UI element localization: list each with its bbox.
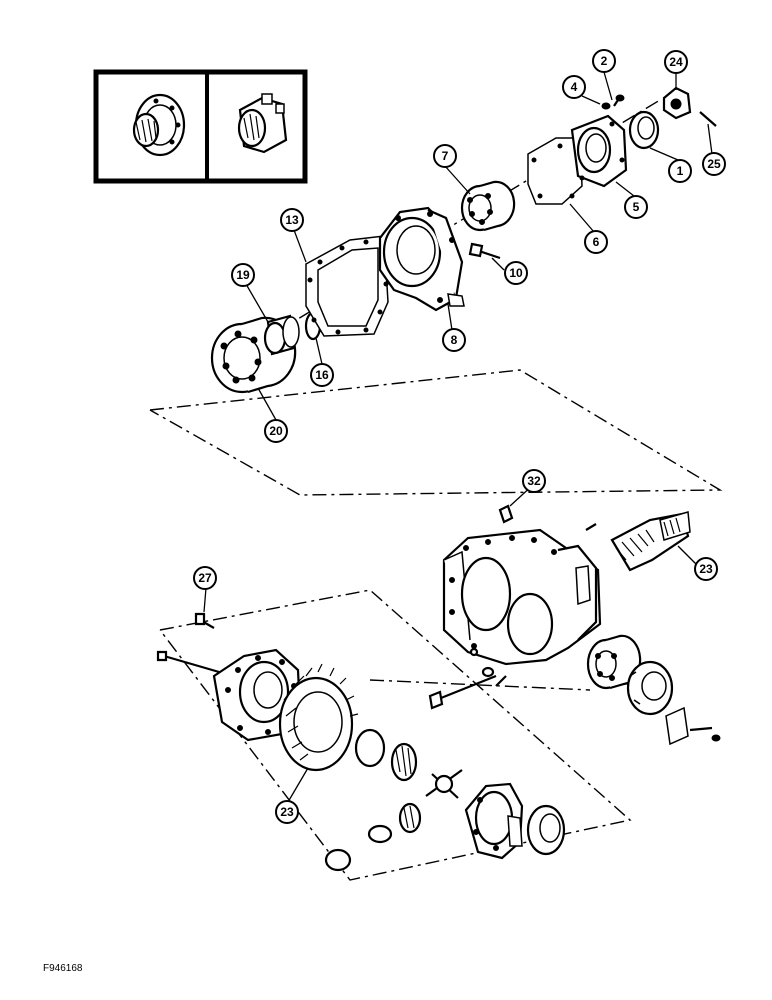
small-washer bbox=[469, 647, 479, 657]
side-gear bbox=[390, 742, 418, 782]
ring-gear-23 bbox=[278, 663, 359, 772]
seal-1 bbox=[628, 110, 660, 150]
outline-lower bbox=[159, 589, 632, 881]
svg-text:27: 27 bbox=[198, 571, 212, 585]
differential-spider bbox=[425, 769, 463, 799]
screw-2 bbox=[613, 94, 625, 107]
bolt-10 bbox=[468, 242, 501, 260]
gasket-13 bbox=[305, 235, 389, 337]
yoke-24 bbox=[662, 86, 692, 120]
svg-text:8: 8 bbox=[451, 333, 458, 347]
callout-5: 5 bbox=[624, 195, 648, 219]
callout-8: 8 bbox=[442, 328, 466, 352]
adjuster-nut bbox=[626, 660, 674, 716]
callout-16: 16 bbox=[310, 363, 334, 387]
callout-10: 10 bbox=[504, 261, 528, 285]
outline-upper bbox=[149, 369, 723, 496]
thrust-washer-small bbox=[324, 848, 352, 872]
svg-text:6: 6 bbox=[593, 235, 600, 249]
inset-hub-flanged bbox=[132, 93, 186, 157]
figure-code: F946168 bbox=[43, 963, 83, 974]
callout-32: 32 bbox=[522, 469, 546, 493]
bearing-cup-lower bbox=[526, 804, 566, 856]
carrier-housing-8 bbox=[378, 206, 465, 312]
svg-text:25: 25 bbox=[707, 157, 721, 171]
callout-1: 1 bbox=[668, 159, 692, 183]
callout-13: 13 bbox=[280, 208, 304, 232]
svg-text:24: 24 bbox=[669, 55, 683, 69]
svg-text:5: 5 bbox=[633, 200, 640, 214]
svg-text:10: 10 bbox=[509, 266, 523, 280]
thrust-washer bbox=[354, 728, 386, 768]
small-nut bbox=[481, 666, 495, 678]
svg-text:4: 4 bbox=[571, 80, 578, 94]
long-bolt-through bbox=[428, 674, 497, 710]
svg-text:32: 32 bbox=[527, 474, 541, 488]
callout-25: 25 bbox=[702, 152, 726, 176]
callout-7: 7 bbox=[433, 144, 457, 168]
differential-bolt bbox=[156, 650, 227, 676]
bolt-27 bbox=[194, 612, 215, 629]
washer-4 bbox=[601, 102, 611, 110]
pin-25 bbox=[699, 111, 717, 127]
spider-pinion bbox=[398, 802, 422, 834]
svg-text:23: 23 bbox=[280, 805, 294, 819]
callout-27: 27 bbox=[193, 566, 217, 590]
bearing-cup-19 bbox=[263, 314, 300, 356]
callout-4: 4 bbox=[562, 75, 586, 99]
callout-23-ring: 23 bbox=[275, 800, 299, 824]
pinion-gear-23 bbox=[610, 511, 691, 572]
svg-text:13: 13 bbox=[285, 213, 299, 227]
main-carrier-housing bbox=[442, 528, 602, 666]
callout-19: 19 bbox=[231, 263, 255, 287]
lower-axis-line bbox=[369, 679, 591, 691]
callout-23-pinion: 23 bbox=[694, 557, 718, 581]
housing-bolt bbox=[585, 523, 597, 531]
differential-case-half bbox=[212, 648, 302, 742]
cotter-pin bbox=[495, 675, 507, 687]
callout-2: 2 bbox=[592, 49, 616, 73]
lock-plate bbox=[665, 706, 721, 746]
plug-32 bbox=[498, 504, 514, 524]
retainer-5 bbox=[570, 114, 628, 188]
spider-washer bbox=[367, 824, 393, 844]
svg-text:1: 1 bbox=[677, 164, 684, 178]
callout-6: 6 bbox=[584, 230, 608, 254]
svg-text:2: 2 bbox=[601, 54, 608, 68]
differential-case-right bbox=[464, 782, 524, 860]
inset-hub-split bbox=[237, 93, 288, 154]
svg-text:16: 16 bbox=[315, 368, 329, 382]
svg-text:19: 19 bbox=[236, 268, 250, 282]
callout-24: 24 bbox=[664, 50, 688, 74]
callout-20: 20 bbox=[264, 419, 288, 443]
bearing-7 bbox=[460, 180, 516, 232]
svg-text:23: 23 bbox=[699, 562, 713, 576]
svg-text:7: 7 bbox=[442, 149, 449, 163]
svg-text:20: 20 bbox=[269, 424, 283, 438]
inset-box bbox=[93, 69, 308, 184]
